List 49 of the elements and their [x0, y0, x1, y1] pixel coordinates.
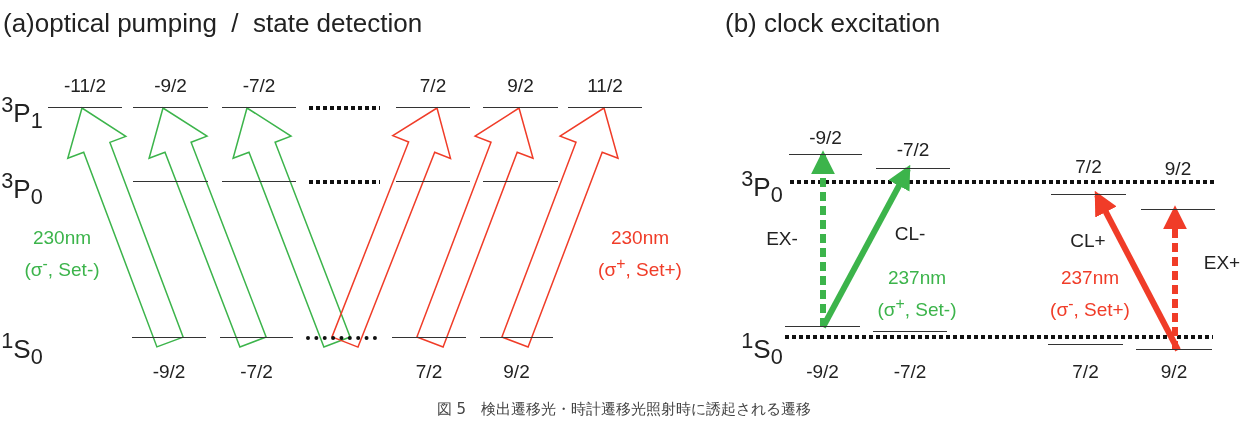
laser-label: 237nm	[887, 268, 947, 287]
quantum-number-label: -7/2	[896, 140, 930, 159]
quantum-number-label: 9/2	[1164, 159, 1192, 178]
quantum-number-label: 9/2	[1160, 362, 1188, 381]
quantum-number-label: -11/2	[64, 76, 106, 95]
quantum-number-label: -9/2	[154, 76, 187, 95]
block-arrow	[232, 106, 352, 348]
panel-title: (a)optical pumping / state detection	[3, 10, 423, 36]
panel-title: (b) clock excitation	[725, 10, 941, 36]
state-label: $^{3}$P$_{1}$	[1, 94, 43, 132]
quantum-number-label: 7/2	[415, 362, 443, 381]
laser-label: 230nm	[610, 228, 670, 247]
laser-label: (σ$^{+}$, Set+)	[598, 256, 682, 280]
state-label: $^{1}$S$_{0}$	[1, 330, 43, 368]
quantum-number-label: -9/2	[806, 362, 839, 381]
quantum-number-label: -7/2	[240, 362, 273, 381]
laser-label: (σ$^{+}$, Set-)	[877, 296, 957, 320]
quantum-number-label: 7/2	[1072, 362, 1099, 381]
quantum-number-label: -7/2	[242, 76, 276, 95]
state-label: $^{1}$S$_{0}$	[741, 330, 783, 368]
block-arrow	[148, 106, 268, 348]
laser-label: 230nm	[32, 228, 92, 247]
block-arrow	[66, 106, 185, 348]
laser-label: (σ$^{-}$, Set-)	[24, 256, 100, 280]
state-label: $^{3}$P$_{0}$	[741, 168, 783, 206]
quantum-number-label: 11/2	[587, 76, 623, 95]
state-label: $^{3}$P$_{0}$	[1, 170, 43, 208]
arrow	[811, 150, 835, 327]
edge-label: CL+	[1070, 231, 1106, 250]
block-arrow	[500, 106, 620, 348]
block-arrow	[415, 106, 535, 348]
quantum-number-label: -7/2	[893, 362, 927, 381]
edge-label: EX-	[766, 229, 798, 248]
edge-label: CL-	[894, 224, 926, 243]
edge-label: EX+	[1203, 253, 1241, 272]
quantum-number-label: 9/2	[507, 76, 534, 95]
laser-label: 237nm	[1060, 268, 1120, 287]
quantum-number-label: -9/2	[809, 128, 842, 147]
quantum-number-label: -9/2	[152, 362, 186, 381]
energy-level	[306, 336, 377, 340]
quantum-number-label: 7/2	[1075, 157, 1102, 176]
quantum-number-label: 7/2	[419, 76, 447, 95]
arrow	[1163, 205, 1187, 350]
arrow	[820, 164, 911, 329]
figure-caption: 図 5 検出遷移光・時計遷移光照射時に誘起される遷移	[436, 402, 812, 417]
arrow	[1094, 190, 1181, 352]
block-arrow	[331, 106, 452, 349]
quantum-number-label: 9/2	[503, 362, 530, 381]
laser-label: (σ$^{-}$, Set+)	[1050, 296, 1130, 320]
